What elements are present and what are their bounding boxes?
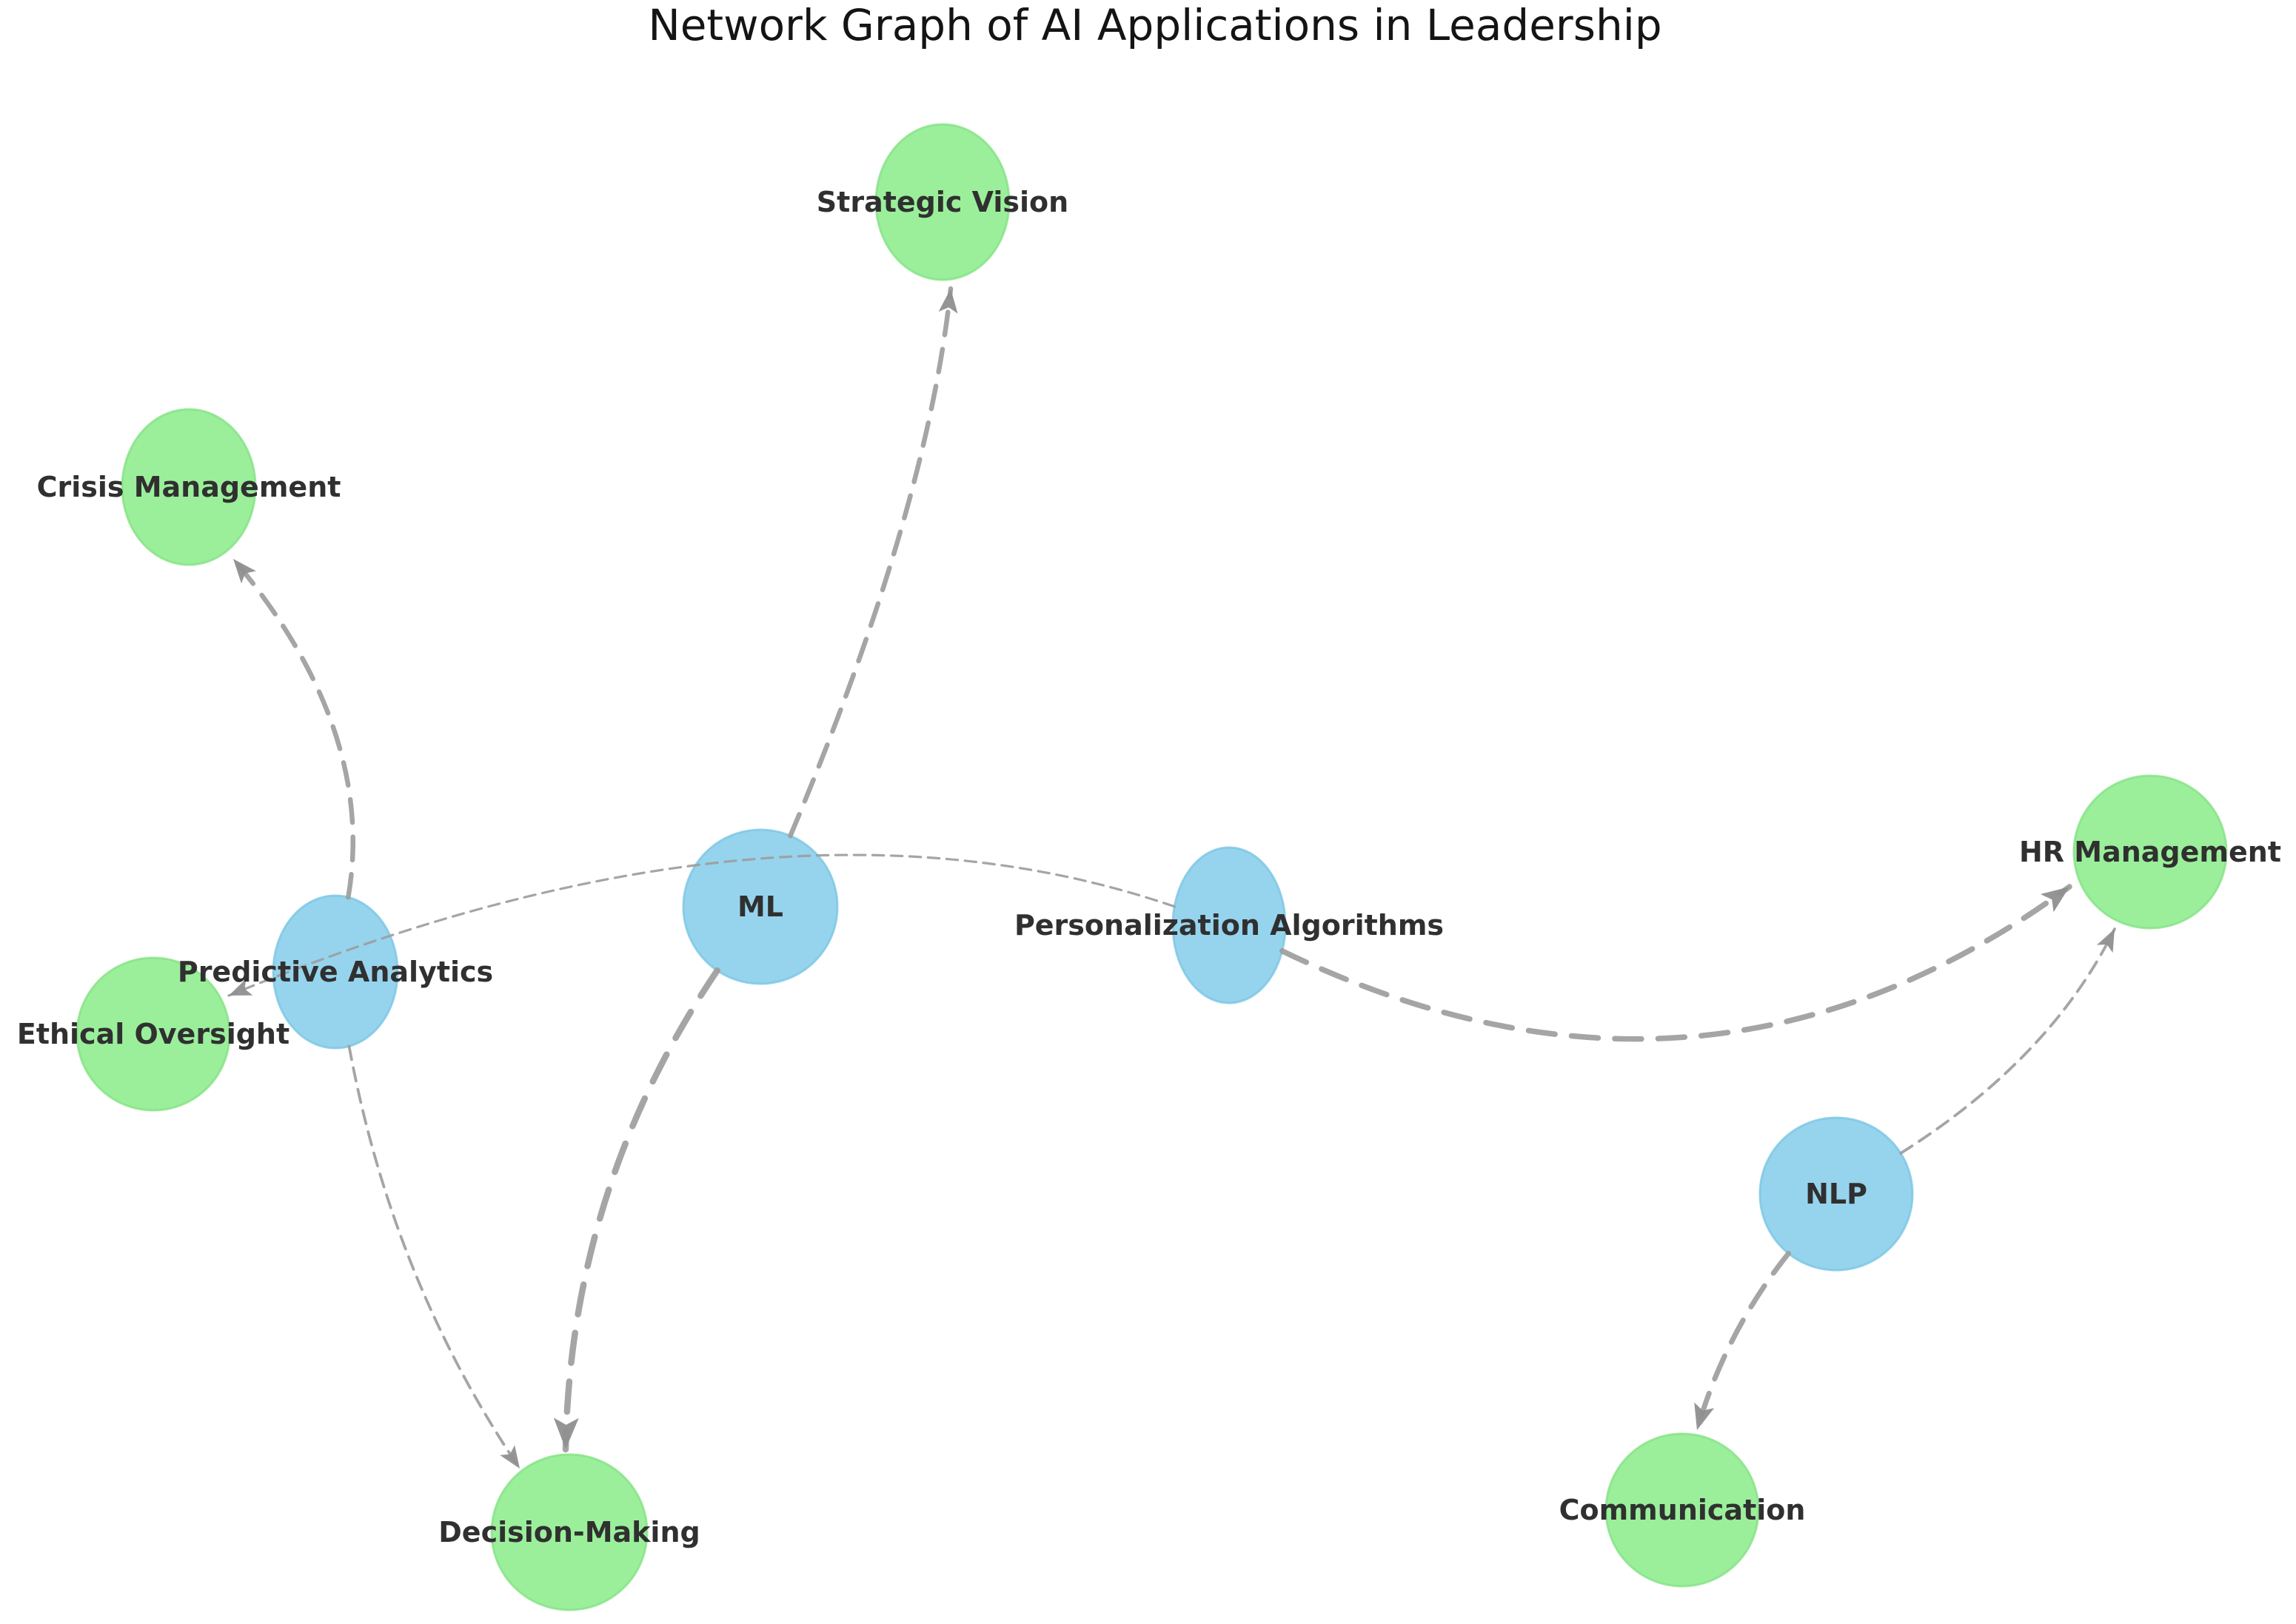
node-nlp bbox=[1758, 1116, 1914, 1272]
edges-layer bbox=[227, 286, 2116, 1470]
arrowhead-ml-strategic_vision bbox=[938, 289, 958, 314]
arrowhead-nlp-communication bbox=[1694, 1402, 1715, 1430]
edge-personalization_algorithms-hr_management bbox=[1279, 884, 2072, 1042]
node-label-ethical_oversight: Ethical Oversight bbox=[17, 1018, 289, 1050]
node-label-ml: ML bbox=[737, 890, 783, 923]
edge-predictive_analytics-decision_making bbox=[347, 1044, 521, 1470]
node-communication bbox=[1604, 1432, 1760, 1588]
arrowhead-predictive_analytics-crisis_management bbox=[233, 559, 256, 584]
node-label-strategic_vision: Strategic Vision bbox=[817, 186, 1068, 218]
node-label-crisis_management: Crisis Management bbox=[37, 471, 341, 503]
node-ml bbox=[682, 828, 839, 985]
node-hr_management bbox=[2072, 774, 2228, 930]
arrowhead-personalization_algorithms-ethical_oversight bbox=[229, 979, 253, 996]
arrowhead-personalization_algorithms-hr_management bbox=[2040, 887, 2069, 913]
arrowhead-ml-decision_making bbox=[553, 1417, 579, 1449]
edge-nlp-hr_management bbox=[1899, 927, 2116, 1155]
node-label-personalization_algorithms: Personalization Algorithms bbox=[1014, 909, 1444, 942]
node-label-hr_management: HR Management bbox=[2019, 836, 2281, 868]
node-personalization_algorithms bbox=[1171, 846, 1287, 1004]
edge-nlp-communication bbox=[1694, 1250, 1792, 1433]
node-decision_making bbox=[490, 1453, 649, 1611]
node-crisis_management bbox=[121, 408, 257, 566]
node-strategic_vision bbox=[874, 123, 1011, 281]
edge-predictive_analytics-crisis_management bbox=[230, 556, 355, 900]
node-ethical_oversight bbox=[76, 956, 231, 1112]
edge-personalization_algorithms-ethical_oversight bbox=[227, 853, 1176, 997]
node-label-nlp: NLP bbox=[1805, 1178, 1867, 1210]
node-predictive_analytics bbox=[272, 894, 399, 1050]
node-label-decision_making: Decision-Making bbox=[438, 1516, 700, 1548]
arrowhead-predictive_analytics-decision_making bbox=[500, 1445, 520, 1469]
node-label-communication: Communication bbox=[1559, 1494, 1806, 1526]
node-label-predictive_analytics: Predictive Analytics bbox=[178, 956, 493, 988]
nodes-layer bbox=[76, 123, 2228, 1611]
chart-title: Network Graph of AI Applications in Lead… bbox=[648, 0, 1661, 50]
edge-ml-strategic_vision bbox=[788, 286, 954, 839]
arrowhead-nlp-hr_management bbox=[2096, 929, 2115, 953]
edge-ml-decision_making bbox=[562, 967, 720, 1453]
